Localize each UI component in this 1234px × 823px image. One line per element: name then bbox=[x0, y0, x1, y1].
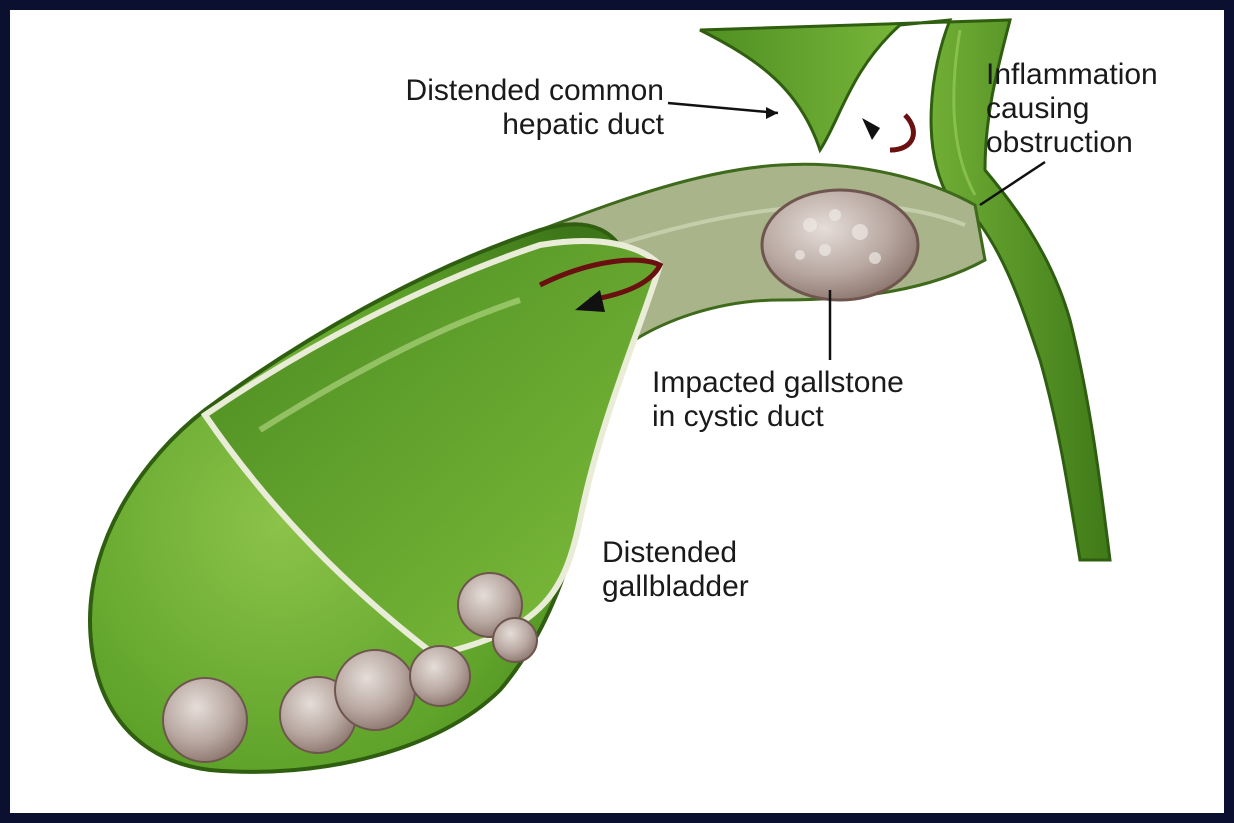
label-impacted-gallstone: Impacted gallstone in cystic duct bbox=[652, 366, 1032, 434]
label-inflammation: Inflammation causing obstruction bbox=[986, 58, 1226, 160]
curved-arrow-icon bbox=[862, 115, 913, 150]
label-common-hepatic-duct: Distended common hepatic duct bbox=[268, 74, 664, 142]
label-distended-gallbladder: Distended gallbladder bbox=[602, 536, 862, 604]
impacted-gallstone bbox=[762, 190, 918, 300]
